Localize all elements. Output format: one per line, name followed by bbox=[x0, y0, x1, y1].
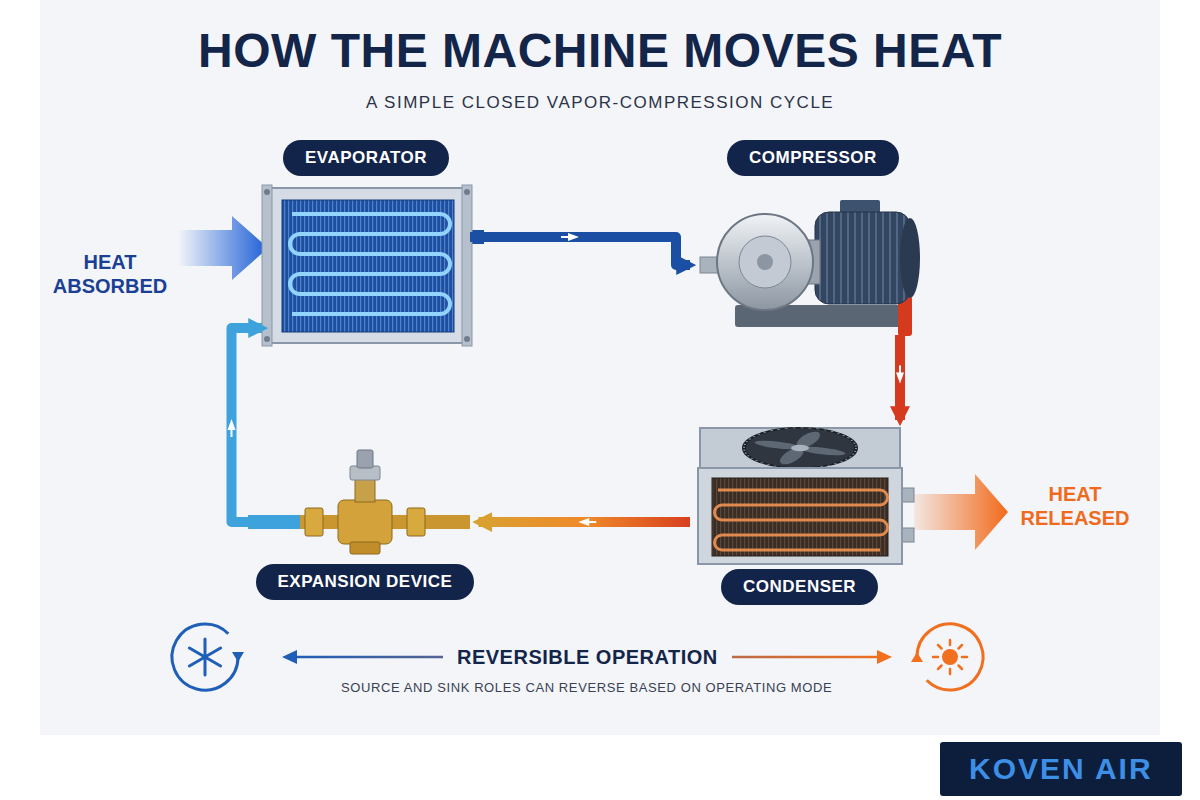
condenser-illustration-part bbox=[712, 478, 888, 556]
subtitle: A SIMPLE CLOSED VAPOR-COMPRESSION CYCLE bbox=[366, 93, 834, 113]
evaporator-illustration-part bbox=[264, 336, 270, 342]
expansion-device-unit: EXPANSION DEVICE bbox=[252, 440, 479, 600]
expansion-valve-illustration-part bbox=[305, 508, 323, 536]
background-panel bbox=[40, 0, 1160, 735]
mode-arrow-part bbox=[877, 650, 892, 664]
cooling-icon bbox=[172, 624, 244, 690]
condenser-unit: CONDENSER bbox=[690, 420, 910, 605]
condenser-illustration-part bbox=[715, 490, 888, 550]
evaporator-illustration-part bbox=[262, 185, 272, 346]
condenser-illustration-part-part bbox=[744, 428, 856, 468]
condenser-illustration-part bbox=[698, 468, 902, 564]
component-label: EVAPORATOR bbox=[283, 140, 449, 176]
refrigerant-pipe bbox=[479, 517, 691, 527]
heating-icon bbox=[911, 624, 983, 690]
flow-chevron bbox=[896, 373, 904, 384]
cooling-icon-part bbox=[189, 648, 220, 666]
expansion-valve-illustration-part bbox=[248, 515, 305, 529]
heating-icon-part-part bbox=[938, 645, 942, 649]
cooling-icon-part bbox=[172, 624, 238, 690]
condenser-illustration bbox=[698, 428, 914, 564]
compressor-illustration-part bbox=[815, 212, 910, 304]
refrigerant-pipe bbox=[895, 335, 905, 420]
evaporator-illustration-part bbox=[290, 214, 450, 314]
heating-icon-part-part bbox=[933, 656, 938, 659]
compressor-unit: COMPRESSOR bbox=[690, 140, 935, 335]
condenser-illustration-part-part bbox=[791, 445, 809, 451]
heat-out-arrow bbox=[914, 474, 1008, 550]
condenser-illustration-part bbox=[902, 528, 914, 542]
mode-arrow-part bbox=[282, 650, 297, 664]
heat-in-arrow bbox=[178, 216, 268, 280]
expansion-valve-illustration bbox=[248, 450, 470, 554]
diagram-title: HOW THE MACHINE MOVES HEAT bbox=[198, 22, 1002, 80]
heating-icon-part-part bbox=[959, 666, 963, 670]
condenser-illustration-part-part bbox=[744, 428, 856, 468]
flow-chevron bbox=[578, 518, 589, 526]
component-label: EXPANSION DEVICE bbox=[256, 564, 475, 600]
compressor-illustration bbox=[700, 200, 920, 336]
expansion-valve-illustration-part bbox=[355, 478, 375, 502]
flow-chevron bbox=[568, 233, 579, 241]
expansion-valve-illustration-part bbox=[407, 508, 425, 536]
logo-plate bbox=[940, 742, 1182, 796]
evaporator-illustration-part bbox=[282, 200, 454, 332]
mode-label: REVERSIBLE OPERATION bbox=[443, 645, 732, 669]
heating-icon-part-part bbox=[962, 656, 967, 659]
heating-icon-part-part bbox=[949, 669, 952, 674]
heat-label: HEAT ABSORBED bbox=[44, 250, 176, 298]
heat-out-arrow-part bbox=[914, 474, 1008, 550]
cooling-icon-part bbox=[232, 652, 244, 662]
logo-text: KOVEN AIR bbox=[969, 751, 1153, 787]
heating-icon-part-part bbox=[938, 666, 942, 670]
compressor-illustration-part bbox=[757, 254, 773, 270]
heating-icon-part bbox=[933, 640, 967, 674]
heat-in-arrow-part bbox=[178, 216, 268, 280]
heat-label: HEAT RELEASED bbox=[1009, 482, 1141, 530]
refrigerant-pipe bbox=[470, 237, 690, 265]
heating-icon-part-part bbox=[959, 645, 963, 649]
heating-icon-part bbox=[911, 652, 923, 662]
compressor-illustration-part bbox=[900, 218, 920, 298]
evaporator-illustration-part bbox=[264, 189, 270, 195]
expansion-valve-illustration-part bbox=[350, 542, 380, 554]
compressor-illustration-part bbox=[739, 236, 791, 288]
heating-icon-part bbox=[917, 624, 983, 690]
heating-icon-part-part bbox=[949, 640, 952, 645]
component-label: COMPRESSOR bbox=[727, 140, 899, 176]
expansion-valve-illustration-part bbox=[357, 450, 373, 468]
expansion-valve-illustration-part bbox=[338, 500, 392, 544]
caption-note: SOURCE AND SINK ROLES CAN REVERSE BASED … bbox=[341, 680, 832, 696]
component-label: CONDENSER bbox=[721, 569, 878, 605]
evaporator-illustration-part bbox=[268, 188, 468, 343]
condenser-illustration-part bbox=[700, 428, 900, 470]
evaporator-illustration-part bbox=[464, 189, 470, 195]
heating-icon-part bbox=[942, 649, 958, 665]
evaporator-illustration-part bbox=[464, 336, 470, 342]
condenser-illustration-part bbox=[902, 488, 914, 502]
condenser-illustration-part bbox=[744, 428, 856, 468]
flow-chevron bbox=[228, 419, 236, 430]
evaporator-unit: EVAPORATOR bbox=[262, 140, 470, 350]
compressor-illustration-part bbox=[717, 214, 813, 310]
evaporator-illustration bbox=[262, 185, 484, 346]
evaporator-illustration-part bbox=[462, 185, 472, 346]
refrigerant-pipe bbox=[232, 328, 263, 522]
cooling-icon-part bbox=[189, 648, 220, 666]
